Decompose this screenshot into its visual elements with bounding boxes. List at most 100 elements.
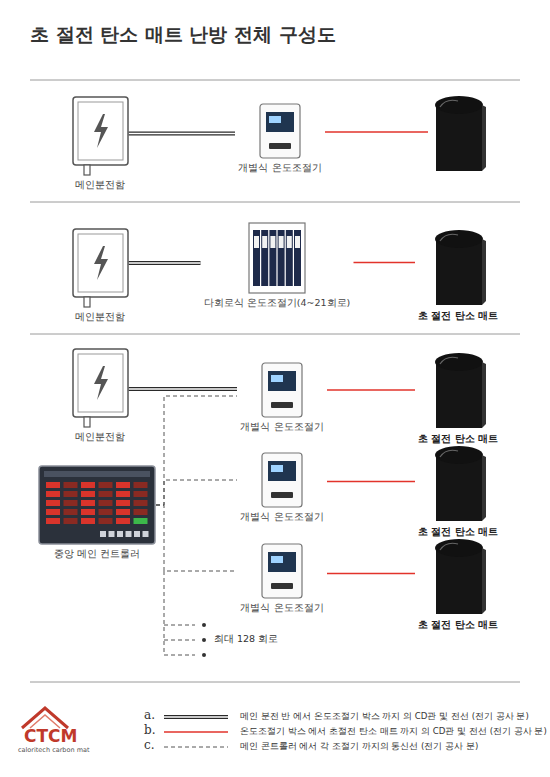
controller-cell <box>99 500 113 506</box>
legend-entry: 메인 분전 반 에서 온도조절기 박스 까지 의 CD관 및 전선 (전기 공사… <box>162 710 542 724</box>
node-label: 개별식 온도조절기 <box>235 162 325 175</box>
legend-line <box>164 715 228 719</box>
controller-cell <box>46 500 60 506</box>
controller-cell <box>64 482 78 488</box>
mat-roll <box>435 539 483 557</box>
bus-dots <box>202 623 206 657</box>
section-rules <box>30 80 520 682</box>
controller-cell <box>64 518 78 524</box>
legend-text: 메인 분전 반 에서 온도조절기 박스 까지 의 CD관 및 전선 (전기 공사… <box>240 711 529 723</box>
node-icon <box>428 350 488 430</box>
panel-body <box>73 229 128 297</box>
diagram-title: 초 절전 탄소 매트 난방 전체 구성도 <box>30 22 336 48</box>
connector-path <box>327 573 415 575</box>
controller-cell <box>81 509 95 515</box>
breaker-window <box>287 236 292 248</box>
controller-cell <box>134 518 148 524</box>
node-label: 개별식 온도조절기 <box>237 602 327 615</box>
mat-wire <box>327 390 415 391</box>
display-reading <box>269 116 281 123</box>
node-label: 개별식 온도조절기 <box>237 511 327 524</box>
breaker-module <box>261 230 268 286</box>
distribution-box: 메인분전함 <box>72 228 129 324</box>
thermostat-button <box>269 143 291 149</box>
node-label: 개별식 온도조절기 <box>237 421 327 434</box>
mat-roll <box>435 96 483 114</box>
mat-sheet <box>436 239 482 305</box>
breaker-module <box>269 230 276 286</box>
node-icon <box>261 452 303 508</box>
bus-extension <box>164 571 195 655</box>
node-icon <box>72 228 129 308</box>
logo-roof <box>22 708 68 728</box>
connector-path <box>156 396 237 505</box>
breaker-window <box>262 236 267 248</box>
icon-drawing <box>72 348 129 428</box>
controller-cell <box>116 491 130 497</box>
mat-wire <box>327 481 415 482</box>
mat-edge <box>482 362 486 428</box>
connector-path <box>129 132 236 136</box>
node-label: 중앙 메인 컨트롤러 <box>38 548 156 561</box>
thermostat: 개별식 온도조절기 <box>237 362 327 434</box>
node-label: 메인분전함 <box>72 311 129 324</box>
breaker-module <box>294 230 301 286</box>
thermostat-button <box>271 492 293 498</box>
node-label: 초 절전 탄소 매트 <box>415 619 501 632</box>
panel-door <box>78 234 123 292</box>
legend-letter: c. <box>144 738 155 752</box>
connector-gap <box>129 133 236 134</box>
connector-path <box>327 481 415 483</box>
power-conduit <box>129 389 238 390</box>
mat-roll <box>435 353 483 371</box>
legend-entry: 메인 콘트롤러 에서 각 조절기 까지의 통신선 (전기 공사 분) <box>162 740 542 754</box>
connector-path <box>354 262 416 264</box>
node-icon <box>261 543 303 599</box>
rule <box>30 80 520 81</box>
comm-line <box>156 480 237 505</box>
logo-mark <box>22 708 68 728</box>
comm-line <box>156 396 237 505</box>
thermostat-button <box>271 583 293 589</box>
mat-wire <box>327 573 415 574</box>
controller-cell <box>116 509 130 515</box>
connector-path <box>129 387 238 391</box>
bus-stub <box>164 655 195 656</box>
controller-cell <box>64 491 78 497</box>
controller-cell <box>99 518 113 524</box>
connector-path <box>156 505 237 571</box>
legend-sample <box>162 710 232 724</box>
icon-drawing <box>428 536 488 616</box>
breaker-window <box>279 236 284 248</box>
display-reading <box>271 556 283 563</box>
legend-text: 메인 콘트롤러 에서 각 조절기 까지의 통신선 (전기 공사 분) <box>240 741 478 753</box>
thermostat: 개별식 온도조절기 <box>237 543 327 615</box>
lightning-symbol <box>94 246 108 280</box>
breaker-module <box>253 230 260 286</box>
bus-stub <box>164 640 195 641</box>
lightning-symbol <box>94 366 108 400</box>
conduit-pipe <box>84 165 90 175</box>
controller-cell <box>116 482 130 488</box>
mat-curl <box>440 100 458 107</box>
icon-drawing <box>261 362 303 418</box>
icon-drawing <box>259 103 301 159</box>
comm-line <box>156 505 237 571</box>
mat-edge <box>482 105 486 171</box>
carbon-mat: 초 절전 탄소 매트 <box>415 350 501 446</box>
controller-cell <box>134 509 148 515</box>
mat-sheet <box>436 548 482 614</box>
controller-cell <box>46 491 60 497</box>
multi-panel <box>249 223 305 293</box>
mat-curl <box>440 543 458 550</box>
icon-drawing <box>428 443 488 523</box>
main-controller: 중앙 메인 컨트롤러 <box>38 465 156 561</box>
controller-key <box>117 531 123 537</box>
icon-drawing <box>72 96 129 176</box>
thermostat-display <box>268 371 296 391</box>
connector-path <box>327 389 415 391</box>
breaker-window <box>254 236 259 248</box>
controller-key <box>109 531 115 537</box>
controller-cell <box>46 518 60 524</box>
